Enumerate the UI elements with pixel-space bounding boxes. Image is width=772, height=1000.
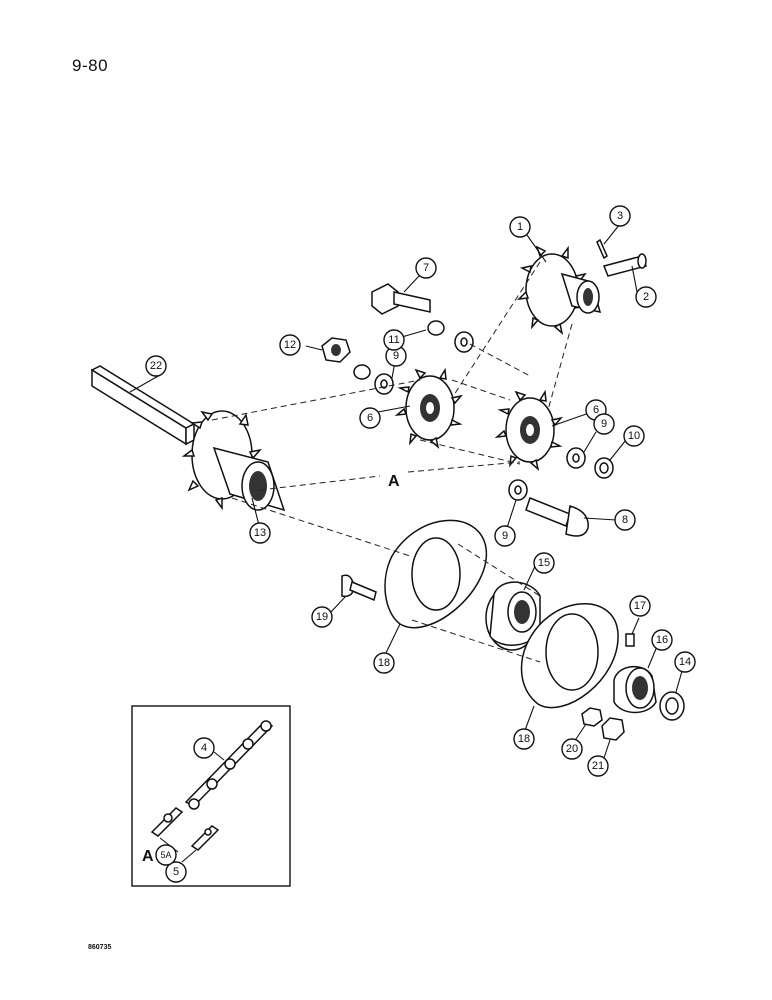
callout-18-lower: 18 <box>513 728 535 750</box>
lock-washer-upper <box>353 320 445 380</box>
svg-text:5: 5 <box>173 866 179 878</box>
callout-12: 12 <box>279 334 301 356</box>
callout-14: 14 <box>674 651 696 673</box>
callout-20: 20 <box>561 738 583 760</box>
callout-21: 21 <box>587 755 609 777</box>
svg-text:14: 14 <box>679 656 691 668</box>
bearing <box>485 581 541 651</box>
callout-5a: 5A <box>155 844 177 866</box>
locking-collar <box>613 666 657 714</box>
svg-text:19: 19 <box>316 611 328 623</box>
svg-text:1: 1 <box>517 221 523 233</box>
hex-nut-12 <box>321 337 351 363</box>
callout-11: 11 <box>383 329 405 351</box>
callout-17: 17 <box>629 595 651 617</box>
callout-16: 16 <box>651 629 673 651</box>
callout-4: 4 <box>193 737 215 759</box>
bolt-upper <box>371 283 431 315</box>
callout-6-left: 6 <box>359 407 381 429</box>
svg-text:8: 8 <box>622 514 628 526</box>
svg-text:10: 10 <box>628 430 640 442</box>
callout-3: 3 <box>609 205 631 227</box>
drive-sprocket <box>181 410 286 512</box>
svg-text:18: 18 <box>378 657 390 669</box>
callout-15: 15 <box>533 552 555 574</box>
lock-washer-10 <box>594 457 614 479</box>
callout-22: 22 <box>145 355 167 377</box>
carriage-bolt-19 <box>341 574 377 602</box>
lock-washer-14 <box>659 691 685 721</box>
callout-9-lower: 9 <box>494 525 516 547</box>
svg-text:9: 9 <box>502 530 508 542</box>
carriage-bolt <box>525 497 589 537</box>
svg-text:12: 12 <box>284 339 296 351</box>
svg-text:13: 13 <box>254 527 266 539</box>
svg-text:9: 9 <box>601 418 607 430</box>
callout-10: 10 <box>623 425 645 447</box>
callout-19: 19 <box>311 606 333 628</box>
svg-text:6: 6 <box>593 404 599 416</box>
chain-inset-box <box>131 705 291 887</box>
figure-reference-code: 860735 <box>88 944 112 951</box>
setscrew <box>625 633 635 647</box>
svg-text:9: 9 <box>393 350 399 362</box>
idler-sprocket-right <box>494 389 564 472</box>
callout-18-upper: 18 <box>373 652 395 674</box>
flange-plate-upper <box>384 519 487 629</box>
idler-sprocket-left <box>394 367 464 450</box>
page-number: 9-80 <box>72 56 109 75</box>
callout-7: 7 <box>415 257 437 279</box>
svg-text:21: 21 <box>592 760 604 772</box>
roller-chain <box>184 720 274 810</box>
shaft <box>90 365 196 446</box>
callout-1: 1 <box>509 216 531 238</box>
svg-text:3: 3 <box>617 210 623 222</box>
svg-text:22: 22 <box>150 360 162 372</box>
svg-text:15: 15 <box>538 557 550 569</box>
chain-routing-lines <box>211 261 573 663</box>
svg-text:20: 20 <box>566 743 578 755</box>
svg-text:16: 16 <box>656 634 668 646</box>
flat-washers <box>374 331 586 501</box>
svg-text:18: 18 <box>518 733 530 745</box>
callout-5: 5 <box>165 861 187 883</box>
svg-text:5A: 5A <box>160 850 171 860</box>
hex-nut-20 <box>581 707 603 727</box>
svg-text:11: 11 <box>388 334 399 346</box>
svg-text:4: 4 <box>201 742 207 754</box>
hex-nut-21 <box>601 717 625 741</box>
svg-text:7: 7 <box>423 262 429 274</box>
clevis-pin <box>602 253 648 277</box>
inset-label: A <box>142 848 154 865</box>
svg-text:17: 17 <box>634 600 646 612</box>
callout-8: 8 <box>614 509 636 531</box>
callout-13: 13 <box>249 522 271 544</box>
connecting-link <box>150 807 220 851</box>
chain-path-label: A <box>388 473 400 490</box>
callout-2: 2 <box>635 286 657 308</box>
upper-sprocket <box>516 245 602 336</box>
svg-text:2: 2 <box>643 291 649 303</box>
svg-text:6: 6 <box>367 412 373 424</box>
flange-plate-lower <box>520 603 619 709</box>
callout-9-right: 9 <box>593 413 615 435</box>
cotter-pin <box>596 238 608 260</box>
